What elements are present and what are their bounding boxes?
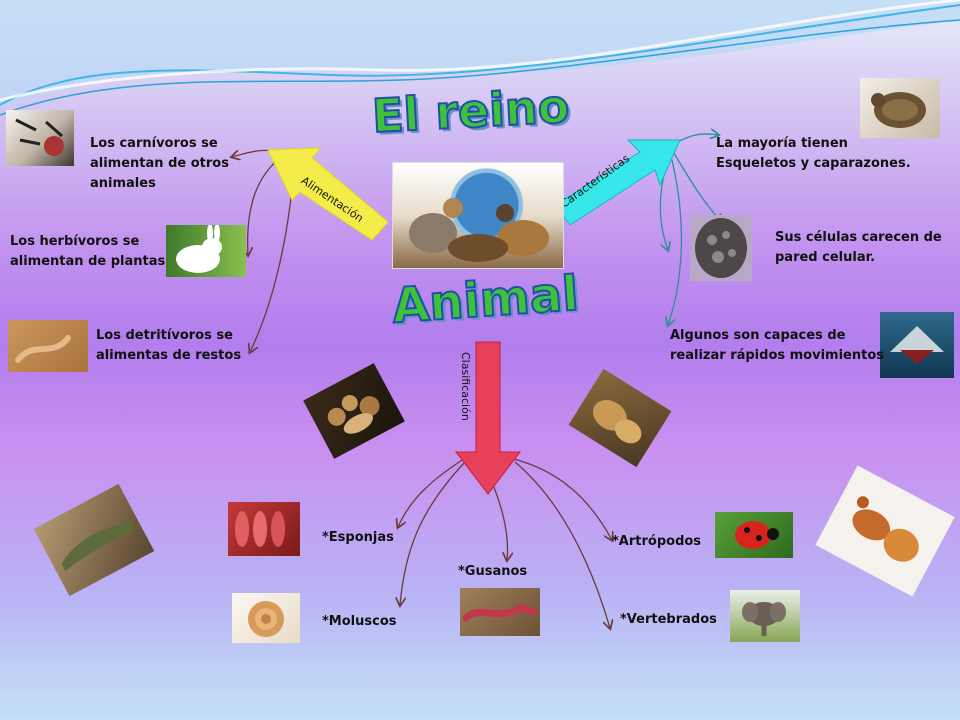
text-celulas: Sus células carecen de pared celular. [775,230,942,265]
animals-icon [392,162,564,269]
text-moluscos: *Moluscos [322,614,397,629]
text-esqueletos: La mayoría tienen Esqueletos y caparazon… [716,136,911,171]
crocodile-icon [33,483,155,597]
tiger-icon [6,110,74,166]
arrow-clasificacion [454,341,522,495]
cell-icon [690,215,752,281]
shark-icon [880,312,954,378]
text-detritivoros: Los detritívoros se alimentas de restos [96,328,242,363]
text-carnivoros: Los carnívoros se alimentan de otros ani… [90,136,229,191]
text-gusanos: *Gusanos [458,564,528,579]
text-herbivoros: Los herbívoros se alimentan de plantas [10,234,166,269]
text-artropodos: *Artrópodos [612,534,702,549]
arrow-caracteristicas [554,139,681,226]
title-line1: El reino [370,78,572,144]
arrow-alimentacion [267,147,389,241]
crab-icon [815,465,955,597]
elephant-icon [730,590,800,642]
arrow-clasificacion-label: Clasificación [459,352,472,421]
text-vertebrados: *Vertebrados [620,612,717,627]
worm-icon [8,320,88,372]
rabbit-icon [166,225,246,277]
turtle-icon [860,78,940,138]
earthworm-icon [460,588,540,636]
lions-icon [568,368,672,468]
text-movimientos: Algunos son capaces de realizar rápidos … [670,328,884,363]
nuts-icon [303,363,405,459]
text-esponjas: *Esponjas [322,530,394,545]
ladybug-icon [715,512,793,558]
shell-icon [232,593,300,643]
sponge-icon [228,502,300,556]
